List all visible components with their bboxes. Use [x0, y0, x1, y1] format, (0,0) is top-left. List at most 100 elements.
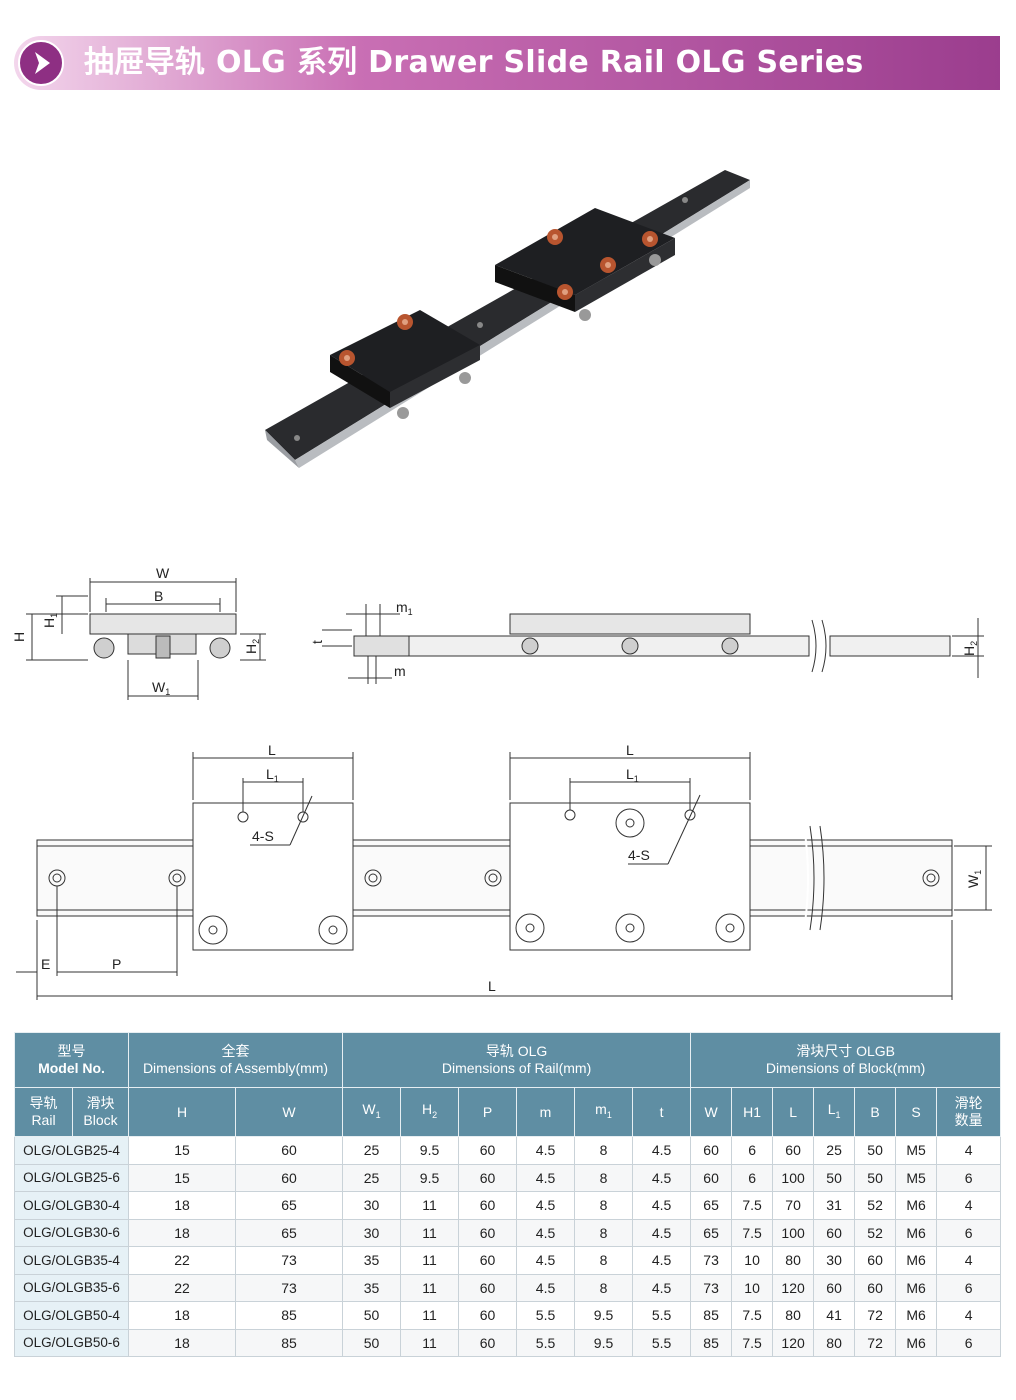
- cell-block-L: 70: [772, 1191, 815, 1220]
- cell-H: 18: [128, 1218, 237, 1247]
- cell-W: 85: [235, 1328, 344, 1357]
- cell-model: OLG/OLGB30-6: [13, 1218, 130, 1247]
- cell-block-S: M6: [895, 1246, 938, 1275]
- cell-block-B: 72: [854, 1301, 897, 1330]
- dim-4S-right: 4-S: [628, 847, 650, 863]
- cell-m1: 8: [574, 1246, 634, 1275]
- cell-block-L: 60: [772, 1136, 815, 1165]
- cell-W: 85: [235, 1301, 344, 1330]
- dim-L-right: L: [626, 742, 634, 758]
- cell-m1: 8: [574, 1191, 634, 1220]
- cell-m: 5.5: [516, 1301, 576, 1330]
- header-block-W: W: [690, 1087, 733, 1137]
- cell-H2: 11: [400, 1273, 460, 1302]
- cell-block-W: 60: [690, 1163, 733, 1192]
- cell-H: 15: [128, 1136, 237, 1165]
- cell-W: 73: [235, 1246, 344, 1275]
- cell-block-S: M5: [895, 1163, 938, 1192]
- cell-block-S: M6: [895, 1191, 938, 1220]
- cell-H: 22: [128, 1246, 237, 1275]
- cell-wheel-count: 4: [936, 1191, 1002, 1220]
- cell-H2: 11: [400, 1328, 460, 1357]
- dim-L1-left: L1: [266, 766, 279, 784]
- cell-W: 65: [235, 1218, 344, 1247]
- cell-t: 5.5: [632, 1301, 692, 1330]
- cell-block-B: 60: [854, 1273, 897, 1302]
- cell-W1: 50: [342, 1301, 402, 1330]
- dimension-drawing: W B W1 H H1 H2 m1 t m H2 L L1 4-S L L1 4…: [11, 565, 992, 1000]
- header-H2: H2: [400, 1087, 460, 1137]
- cell-block-H1: 6: [731, 1163, 774, 1192]
- cell-H: 18: [128, 1328, 237, 1357]
- header-block-S: S: [895, 1087, 938, 1137]
- cell-m: 5.5: [516, 1328, 576, 1357]
- cell-W: 65: [235, 1191, 344, 1220]
- cell-W1: 25: [342, 1136, 402, 1165]
- cell-P: 60: [458, 1301, 518, 1330]
- cell-m1: 8: [574, 1273, 634, 1302]
- cell-t: 4.5: [632, 1273, 692, 1302]
- page-title: 抽屉导轨 OLG 系列 Drawer Slide Rail OLG Series: [84, 45, 864, 80]
- cell-H2: 11: [400, 1218, 460, 1247]
- cell-block-L1: 50: [813, 1163, 856, 1192]
- cell-block-W: 73: [690, 1246, 733, 1275]
- cell-m: 4.5: [516, 1273, 576, 1302]
- cell-H: 15: [128, 1163, 237, 1192]
- cell-P: 60: [458, 1218, 518, 1247]
- cell-block-L: 80: [772, 1301, 815, 1330]
- cell-model: OLG/OLGB50-4: [13, 1301, 130, 1330]
- dim-m1: m1: [396, 599, 413, 617]
- cell-block-W: 65: [690, 1191, 733, 1220]
- cell-W1: 30: [342, 1218, 402, 1247]
- dim-W1-plan: W1: [965, 870, 983, 888]
- header-block-L: L: [772, 1087, 815, 1137]
- cell-block-H1: 7.5: [731, 1191, 774, 1220]
- cell-m: 4.5: [516, 1136, 576, 1165]
- cell-block-W: 60: [690, 1136, 733, 1165]
- cell-m: 4.5: [516, 1191, 576, 1220]
- cell-m: 4.5: [516, 1163, 576, 1192]
- cell-block-B: 72: [854, 1328, 897, 1357]
- cell-model: OLG/OLGB35-4: [13, 1246, 130, 1275]
- dim-H2-side: H2: [961, 641, 979, 656]
- cell-block-L: 100: [772, 1218, 815, 1247]
- cell-block-H1: 7.5: [731, 1301, 774, 1330]
- dim-L-left: L: [268, 742, 276, 758]
- header-block-H1: H1: [731, 1087, 774, 1137]
- cell-m: 4.5: [516, 1246, 576, 1275]
- cell-W: 60: [235, 1136, 344, 1165]
- cell-block-L1: 80: [813, 1328, 856, 1357]
- cell-W1: 35: [342, 1273, 402, 1302]
- cell-block-W: 65: [690, 1218, 733, 1247]
- cell-block-B: 50: [854, 1136, 897, 1165]
- cell-block-B: 50: [854, 1163, 897, 1192]
- dim-H1: H1: [41, 613, 59, 628]
- cell-block-L: 120: [772, 1328, 815, 1357]
- cell-block-L1: 60: [813, 1218, 856, 1247]
- cell-block-H1: 7.5: [731, 1328, 774, 1357]
- cell-W1: 25: [342, 1163, 402, 1192]
- cell-model: OLG/OLGB25-6: [13, 1163, 130, 1192]
- cell-wheel-count: 4: [936, 1301, 1002, 1330]
- cell-P: 60: [458, 1273, 518, 1302]
- cell-t: 4.5: [632, 1218, 692, 1247]
- cell-H2: 11: [400, 1191, 460, 1220]
- cell-H2: 9.5: [400, 1136, 460, 1165]
- cell-t: 4.5: [632, 1136, 692, 1165]
- header-P: P: [458, 1087, 518, 1137]
- cell-block-W: 73: [690, 1273, 733, 1302]
- cell-block-W: 85: [690, 1328, 733, 1357]
- cell-W: 73: [235, 1273, 344, 1302]
- dim-H2-section: H2: [243, 639, 261, 654]
- cell-wheel-count: 6: [936, 1163, 1002, 1192]
- cell-P: 60: [458, 1328, 518, 1357]
